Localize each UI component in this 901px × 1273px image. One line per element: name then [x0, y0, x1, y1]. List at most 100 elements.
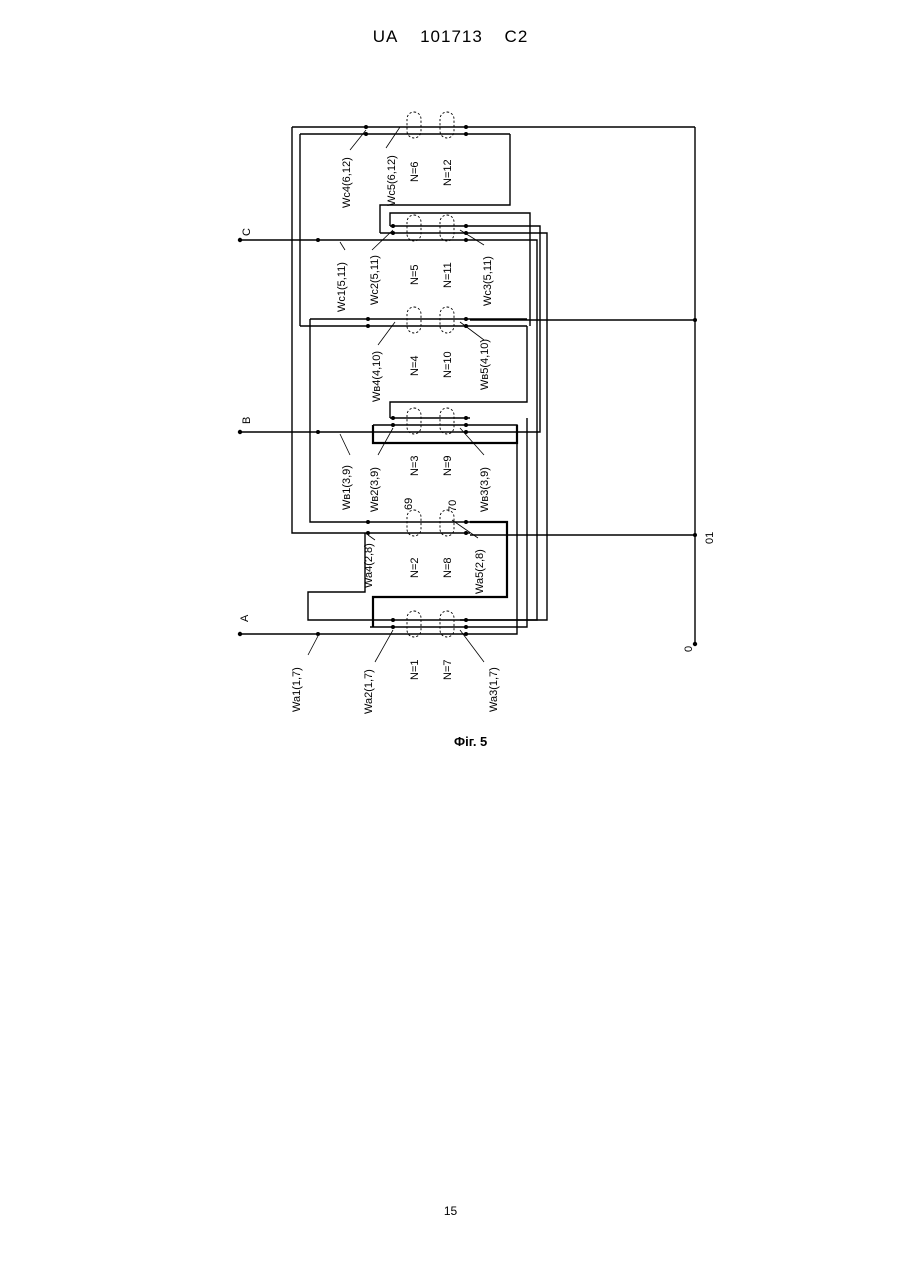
coil-n5 [407, 215, 421, 241]
label-n7: N=7 [442, 660, 454, 681]
dot [464, 520, 468, 524]
label-n12: N=12 [442, 159, 454, 186]
coil-n7 [440, 611, 454, 637]
label-n6: N=6 [409, 162, 421, 183]
label-wb2: Wв2(3,9) [369, 467, 381, 512]
dot [316, 632, 320, 636]
dot [366, 324, 370, 328]
leader-wc5 [386, 127, 400, 148]
label-wb5: Wв5(4,10) [479, 339, 491, 390]
dot [464, 416, 468, 420]
label-wa2: Wa2(1,7) [363, 669, 375, 714]
loop-c-outer [292, 127, 365, 533]
dot [464, 618, 468, 622]
dot [464, 317, 468, 321]
loop-b-left [310, 319, 365, 522]
dot [364, 125, 368, 129]
dot [464, 423, 468, 427]
label-n8: N=8 [442, 558, 454, 579]
label-wa1: Wa1(1,7) [291, 667, 303, 712]
dot [464, 125, 468, 129]
label-wc5: Wc5(6,12) [386, 155, 398, 206]
label-wa3: Wa3(1,7) [488, 667, 500, 712]
junction-320 [693, 318, 697, 322]
label-n2: N=2 [409, 558, 421, 579]
terminal-a [238, 632, 242, 636]
label-n4: N=4 [409, 356, 421, 377]
coil-group-2 [407, 510, 454, 536]
label-wc2: Wc2(5,11) [369, 255, 381, 305]
label-n11: N=11 [442, 262, 454, 288]
dot [391, 423, 395, 427]
coil-n10 [440, 307, 454, 333]
label-wc1: Wc1(5,11) [336, 262, 348, 312]
dot [316, 430, 320, 434]
page-number: 15 [0, 1204, 901, 1218]
coil-n8 [440, 510, 454, 536]
label-phase-c: C [241, 228, 253, 236]
winding-name-labels: Wa1(1,7) Wa2(1,7) Wa3(1,7) Wa4(2,8) Wa5(… [291, 155, 500, 714]
dot [391, 625, 395, 629]
dot [464, 531, 468, 535]
coil-n9 [440, 408, 454, 434]
coil-n1 [407, 611, 421, 637]
label-n1: N=1 [409, 660, 421, 681]
label-phase-b: B [241, 417, 253, 424]
leader-wc1 [340, 242, 345, 250]
coil-n2 [407, 510, 421, 536]
leader-wa3 [460, 630, 484, 662]
dot [464, 238, 468, 242]
leader-wa2 [375, 630, 393, 662]
loop-a-thick [373, 522, 507, 627]
loop-a-left [308, 533, 370, 620]
label-n5: N=5 [409, 265, 421, 286]
dot [366, 520, 370, 524]
label-69: 69 [403, 498, 415, 510]
leader-wa4 [368, 535, 375, 540]
leader-wb5 [460, 322, 484, 340]
coil-n11 [440, 215, 454, 241]
phase-terminals [238, 238, 242, 636]
dot [391, 224, 395, 228]
leader-wc3 [460, 230, 484, 245]
dot [364, 132, 368, 136]
label-n3: N=3 [409, 456, 421, 477]
dot [464, 224, 468, 228]
dot [316, 238, 320, 242]
dot [366, 531, 370, 535]
label-wa5: Wa5(2,8) [474, 549, 486, 594]
label-neutral-01: 01 [704, 532, 716, 544]
dot [391, 416, 395, 420]
label-wc3: Wc3(5,11) [482, 256, 494, 306]
dot [391, 618, 395, 622]
dot [464, 132, 468, 136]
terminal-b [238, 430, 242, 434]
label-wc4: Wc4(6,12) [341, 157, 353, 208]
label-wb3: Wв3(3,9) [479, 467, 491, 512]
coil-n3 [407, 408, 421, 434]
leader-wb1 [340, 434, 350, 455]
leader-wc4 [350, 130, 366, 150]
winding-rows [240, 127, 695, 634]
label-phase-a: A [239, 614, 251, 622]
coil-group-3 [407, 408, 454, 434]
label-neutral-0: 0 [683, 646, 695, 652]
label-70: 70 [447, 500, 459, 512]
leader-wa1 [308, 636, 318, 655]
label-wb4: Wв4(4,10) [371, 351, 383, 402]
label-n10: N=10 [442, 351, 454, 378]
terminal-c [238, 238, 242, 242]
label-wb1: Wв1(3,9) [341, 465, 353, 510]
coil-n4 [407, 307, 421, 333]
label-wa4: Wa4(2,8) [363, 543, 375, 588]
figure-caption: Фіг. 5 [454, 734, 487, 749]
coil-group-1 [407, 611, 454, 637]
label-n9: N=9 [442, 456, 454, 477]
dot [366, 317, 370, 321]
junction-01 [693, 533, 697, 537]
coil-group-5 [407, 215, 454, 241]
terminal-0 [693, 642, 697, 646]
loop-a-right [470, 425, 517, 634]
leader-lines [308, 127, 484, 662]
